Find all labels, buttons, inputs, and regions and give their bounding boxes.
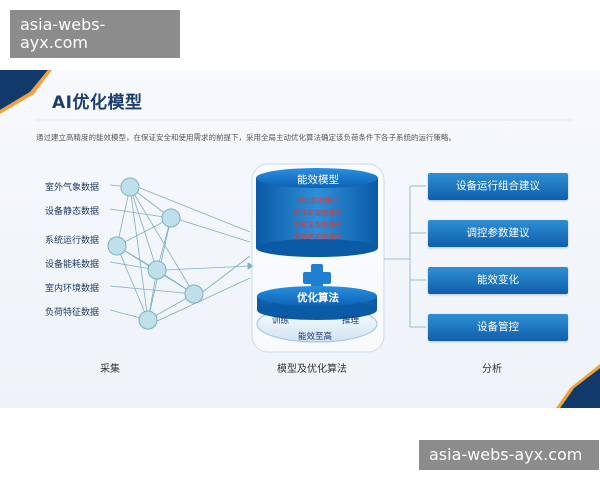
arrows-to-model [139, 187, 255, 323]
input-label: 负荷特征数据 [45, 308, 100, 318]
optimize-infer: 推理 [342, 316, 360, 326]
section-label-model: 模型及优化算法 [277, 364, 347, 375]
watermark-bottom: asia-webs-ayx.com [419, 440, 599, 470]
optimize-disc [256, 286, 378, 343]
corner-accent-bottom-right [556, 364, 600, 408]
input-label: 设备能耗数据 [45, 260, 100, 270]
section-label-analyze: 分析 [482, 364, 502, 375]
output-box: 设备运行组合建议 [428, 173, 568, 200]
optimize-title: 优化算法 [297, 292, 339, 304]
energy-model-cylinder [256, 168, 378, 257]
output-box: 调控参数建议 [428, 220, 568, 247]
watermark-top: asia-webs-ayx.com [10, 10, 180, 58]
optimize-bottom: 能效至高 [298, 332, 333, 342]
network-node [138, 310, 158, 330]
output-box: 能效变化 [428, 267, 568, 294]
input-label: 设备静态数据 [45, 207, 100, 217]
plus-icon [303, 264, 331, 292]
energy-model-line: 冷却塔能效模型 [293, 233, 343, 241]
network-node [184, 284, 204, 304]
corner-decoration-top-left [0, 70, 48, 110]
network-node [120, 177, 140, 197]
corner-decoration-bottom-right [560, 368, 600, 408]
section-label-collect: 采集 [100, 364, 120, 375]
energy-model-line: 冷冻泵能效模型 [293, 209, 343, 217]
input-label: 室内环境数据 [45, 284, 100, 294]
input-label: 系统运行数据 [45, 236, 100, 246]
corner-accent-top-left [0, 70, 52, 114]
network-edges [116, 186, 195, 321]
slide-description: 通过建立高精度的能效模型，在保证安全和使用需求的前提下，采用全局主动优化算法确定… [36, 133, 456, 142]
output-box: 设备管控 [428, 314, 568, 341]
input-label: 室外气象数据 [45, 183, 100, 193]
network-node [107, 236, 127, 256]
slide-title: AI优化模型 [52, 93, 143, 113]
network-node [161, 208, 181, 228]
energy-model-line: 冷机能效模型 [297, 197, 339, 205]
diagram-slide: AI优化模型 通过建立高精度的能效模型，在保证安全和使用需求的前提下，采用全局主… [0, 70, 600, 408]
network-nodes [107, 177, 204, 330]
network-node [147, 260, 167, 280]
diagram-graphics [0, 70, 600, 408]
energy-model-line: 冷却泵能效模型 [293, 221, 343, 229]
energy-model-title: 能效模型 [297, 174, 339, 186]
output-connectors [384, 185, 426, 328]
optimize-train: 训练 [272, 316, 290, 326]
